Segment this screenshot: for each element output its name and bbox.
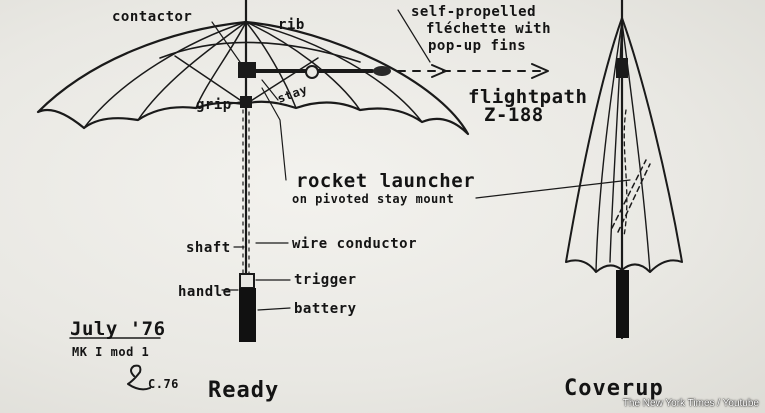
grip-clamp	[240, 96, 252, 108]
canopy-rib	[245, 21, 297, 109]
label-popup-fins: pop-up fins	[428, 38, 527, 54]
label-model: MK I mod 1	[72, 345, 150, 359]
label-initials: C.76	[148, 377, 179, 391]
leader-rocket-launcher	[261, 87, 287, 181]
canopy-rib	[137, 21, 247, 121]
source-credit: The New York Times / Youtube	[622, 398, 759, 409]
shaft-hatching	[242, 109, 250, 281]
label-flightpath: flightpath	[468, 86, 588, 108]
label-contactor: contactor	[112, 9, 193, 25]
stay-right	[245, 57, 319, 105]
label-pivoted-mount: on pivoted stay mount	[292, 192, 455, 206]
hidden-launcher	[611, 159, 651, 233]
leader-self-propelled	[397, 9, 431, 63]
stay-left	[174, 55, 247, 105]
leader-grip	[229, 101, 241, 105]
label-rocket-launcher: rocket launcher	[296, 170, 476, 192]
leader-pivoted-mount	[475, 179, 631, 199]
label-rib: rib	[278, 17, 305, 33]
caption-ready: Ready	[208, 378, 280, 403]
leader-contactor	[211, 21, 241, 63]
label-trigger: trigger	[294, 272, 357, 288]
closed-fold	[595, 21, 623, 273]
label-flechette: fléchette with	[426, 21, 552, 37]
canopy-rib	[83, 21, 247, 129]
label-grip: grip	[196, 97, 232, 113]
hidden-flechette	[623, 109, 628, 237]
leader-battery	[257, 307, 291, 311]
trigger-housing	[239, 273, 255, 289]
canopy-rib	[195, 21, 247, 109]
label-handle: handle	[178, 284, 232, 300]
closed-fold	[621, 21, 651, 273]
contactor-clamp	[238, 62, 256, 78]
label-self-propelled: self-propelled	[411, 4, 537, 20]
label-date: July '76	[70, 318, 166, 340]
leader-stay	[261, 79, 279, 101]
initials-scribble	[127, 364, 151, 391]
flechette-head	[373, 66, 391, 76]
inner-rib-arc	[159, 41, 361, 63]
closed-umbrella	[475, 0, 683, 340]
label-shaft: shaft	[186, 240, 231, 256]
label-wire-conductor: wire conductor	[292, 236, 418, 252]
closed-top-clamp	[616, 58, 628, 78]
battery-handle	[239, 288, 256, 342]
label-flightpath-code: Z-188	[484, 104, 544, 126]
caption-coverup: Coverup	[564, 376, 664, 401]
launcher-pivot	[305, 65, 319, 79]
label-battery: battery	[294, 301, 357, 317]
open-umbrella	[36, 0, 549, 391]
flightpath-arrowhead	[431, 63, 549, 79]
closed-battery-handle	[616, 270, 629, 338]
canopy-rib	[245, 21, 423, 123]
closed-fold	[609, 21, 623, 263]
